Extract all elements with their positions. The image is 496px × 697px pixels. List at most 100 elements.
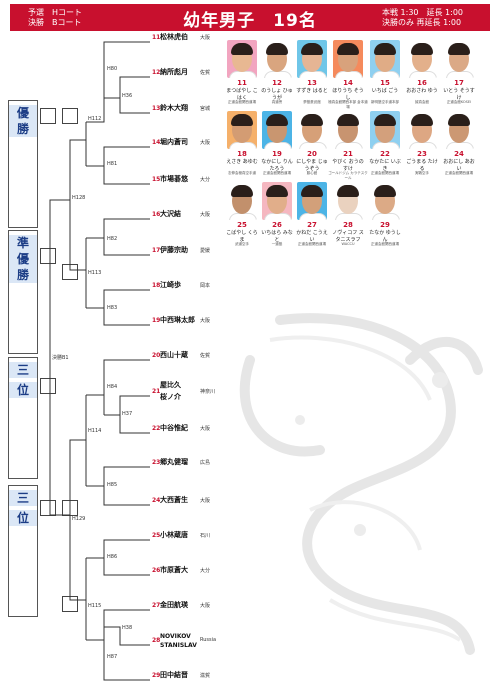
gi-shape xyxy=(229,71,257,78)
entry-prefecture: 大阪 xyxy=(200,603,211,609)
hair-shape xyxy=(301,185,323,197)
bout-code: H114 xyxy=(88,428,102,434)
photo-dojo: 正道会館関西道場 xyxy=(228,100,256,104)
rank-third-2: 三 位 xyxy=(8,485,38,617)
rank-label: 位 xyxy=(9,382,37,398)
bout-code: H112 xyxy=(88,116,102,122)
photo-number: 23 xyxy=(417,150,427,158)
photo-kana: こばやし くらま xyxy=(226,230,258,243)
entry-number: 24 xyxy=(152,497,161,504)
photo-kana: えさき あゆむ xyxy=(226,159,258,165)
photo-kana: いとう そうすけ xyxy=(443,88,475,101)
bout-code: H38 xyxy=(122,625,133,631)
athlete-photo xyxy=(333,40,363,78)
athlete-photo xyxy=(370,111,400,149)
rank-label: 優 xyxy=(9,105,37,121)
entry-prefecture: 佐賀 xyxy=(200,70,211,76)
rank-third-1: 三 位 xyxy=(8,357,38,479)
photo-number: 21 xyxy=(343,150,353,158)
athlete-photo xyxy=(297,111,327,149)
hair-shape xyxy=(301,114,323,126)
hair-shape xyxy=(231,114,253,126)
entry-name: 田中結晋 xyxy=(160,671,188,679)
entry-number: 20 xyxy=(152,352,161,359)
entry-number: 22 xyxy=(152,425,161,432)
result-box-runner-up xyxy=(40,248,56,264)
entry-prefecture: 佐賀 xyxy=(200,353,211,359)
hair-shape xyxy=(231,185,253,197)
athlete-photo xyxy=(370,40,400,78)
entry-prefecture: Russia xyxy=(200,637,217,643)
entry-prefecture: 大阪 xyxy=(200,426,211,432)
athlete-photo xyxy=(333,111,363,149)
entry-name: 大西蒼生 xyxy=(160,496,188,504)
time-rule-2: 決勝のみ 再延長 1:00 xyxy=(382,18,462,27)
gi-shape xyxy=(335,71,363,78)
athlete-photo xyxy=(262,40,292,78)
entry-prefecture: 大阪 xyxy=(200,35,211,41)
entry-number: 28 xyxy=(152,637,161,644)
entry-name-line1: 屋比久 xyxy=(160,381,181,389)
photo-number: 15 xyxy=(380,79,390,87)
court-final: 決勝 Bコート xyxy=(28,18,82,27)
bout-code: H83 xyxy=(107,305,118,311)
entry-prefecture: 岡本 xyxy=(200,283,211,289)
gi-shape xyxy=(372,213,400,220)
hair-shape xyxy=(266,114,288,126)
hair-shape xyxy=(266,185,288,197)
entry-number: 27 xyxy=(152,602,161,609)
photo-dojo: 実戦空手 xyxy=(415,171,429,175)
photo-dojo: 誠真会館 xyxy=(415,100,429,104)
hair-shape xyxy=(448,43,470,55)
photo-number: 13 xyxy=(307,79,317,87)
entry-number: 19 xyxy=(152,317,161,324)
entry-name: 松林虎伯 xyxy=(160,33,188,41)
hair-shape xyxy=(231,43,253,55)
entry-number: 18 xyxy=(152,282,161,289)
photo-dojo: 正道会館関西道場 xyxy=(298,242,326,246)
entry-prefecture: 大阪 xyxy=(200,140,211,146)
entry-number: 14 xyxy=(152,139,161,146)
entry-prefecture: 石川 xyxy=(200,533,211,539)
entry-name-line2: 桜ノ介 xyxy=(160,393,181,401)
entry-prefecture: 滋賀 xyxy=(200,673,211,679)
photo-kana: のうしょ ひゅうが xyxy=(261,88,293,101)
athlete-photo xyxy=(262,111,292,149)
photo-number: 17 xyxy=(454,79,464,87)
entry-name: 納所彪月 xyxy=(160,68,188,76)
photo-number: 28 xyxy=(343,221,353,229)
athlete-photo xyxy=(444,111,474,149)
photo-number: 12 xyxy=(272,79,282,87)
photo-kana: まつばやし こはく xyxy=(226,88,258,101)
bout-code: H80 xyxy=(107,66,118,72)
photo-dojo: ゴールドジム カラテスクール xyxy=(328,171,368,180)
photo-number: 18 xyxy=(237,150,247,158)
photo-kana: ノヴィコフ スタニスラフ xyxy=(332,230,364,243)
bout-code: H86 xyxy=(107,554,118,560)
entry-name: 郷丸健瑠 xyxy=(160,458,188,466)
gi-shape xyxy=(299,213,327,220)
gi-shape xyxy=(264,213,292,220)
photo-kana: なかにし りんたろう xyxy=(261,159,293,172)
rank-label: 三 xyxy=(9,490,37,506)
gi-shape xyxy=(446,142,474,149)
entry-number: 17 xyxy=(152,247,161,254)
hair-shape xyxy=(266,43,288,55)
photo-number: 29 xyxy=(380,221,390,229)
photo-dojo: 正道会館関西道場 xyxy=(263,171,291,175)
hair-shape xyxy=(374,114,396,126)
photo-dojo: 正道会館関西道場 xyxy=(371,171,399,175)
bout-code: H85 xyxy=(107,482,118,488)
header-bar: 予選 Hコート 決勝 Bコート 幼年男子 19名 本戦 1:30 延長 1:00… xyxy=(10,4,490,31)
photo-number: 19 xyxy=(272,150,282,158)
athlete-photo xyxy=(407,40,437,78)
gi-shape xyxy=(335,142,363,149)
final-code: 決勝B1 xyxy=(52,355,69,361)
gi-shape xyxy=(372,142,400,149)
entry-number: 23 xyxy=(152,459,161,466)
entry-name: 堀内蒼司 xyxy=(160,138,188,146)
gi-shape xyxy=(409,71,437,78)
entry-name: 市場碁悠 xyxy=(160,175,188,183)
photo-kana: ほりうち そうし xyxy=(332,88,364,101)
